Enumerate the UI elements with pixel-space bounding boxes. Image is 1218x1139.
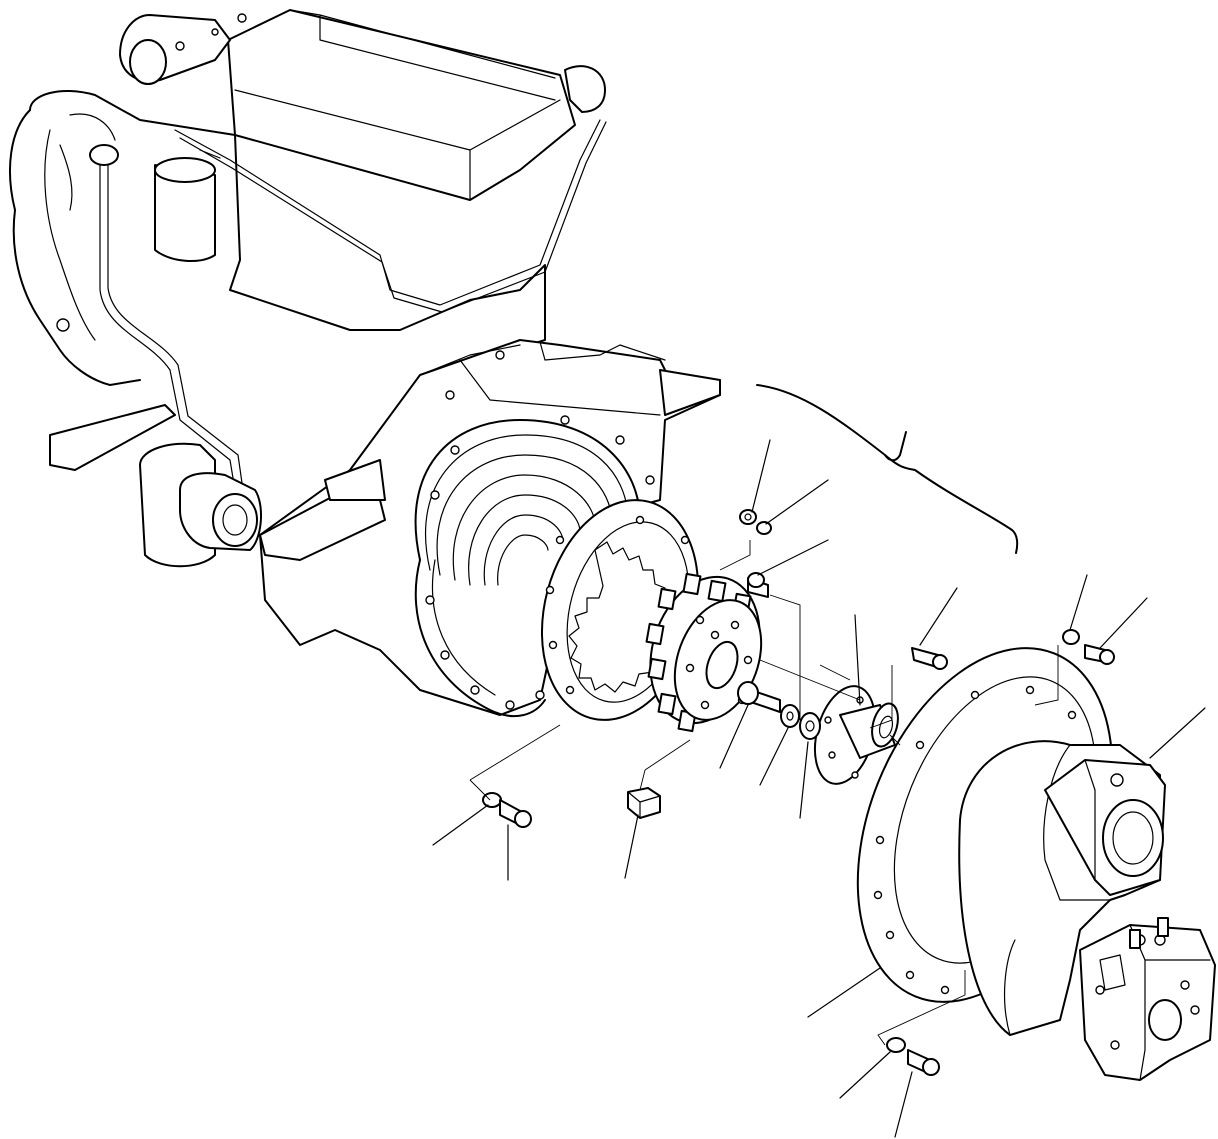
leader-lines [432,439,1206,1138]
pump-drive-housing-icon [856,647,1166,1036]
bolt-icon [737,681,781,713]
leader-line [1099,597,1148,649]
leader-line [839,1051,891,1099]
leader-line [919,587,958,646]
bolt-icon [1084,644,1115,665]
coupling-hub-icon [814,685,899,785]
washer-icon [886,1037,906,1053]
engine-block-icon [9,9,607,568]
washer-icon [1062,629,1080,645]
leader-line [624,814,639,879]
washer-icon [756,521,772,535]
leader-line [894,1071,913,1138]
assembly-bracket [756,384,1019,554]
washer-icon [739,509,757,525]
hydraulic-pump-icon [1079,917,1216,1081]
leader-line [854,614,861,706]
flywheel-housing-icon [259,339,721,718]
leader-line [759,727,789,786]
bolt-icon [499,799,532,828]
bolt-icon [911,647,948,670]
alignment-lines [469,540,1059,1046]
bolt-icon [747,572,769,598]
leader-line [799,741,809,819]
leader-line [765,479,829,525]
washer-icon [799,712,821,740]
leader-line [757,539,829,576]
leader-line [807,967,881,1018]
leader-line [1069,574,1088,631]
leader-line [719,704,749,769]
washer-icon [780,704,800,728]
leader-line [1149,707,1206,759]
leader-line [432,804,489,846]
rubber-element-icon [627,787,661,819]
leader-line [751,439,771,513]
bolt-icon [907,1049,940,1076]
coupling-hub-icon [645,572,763,733]
